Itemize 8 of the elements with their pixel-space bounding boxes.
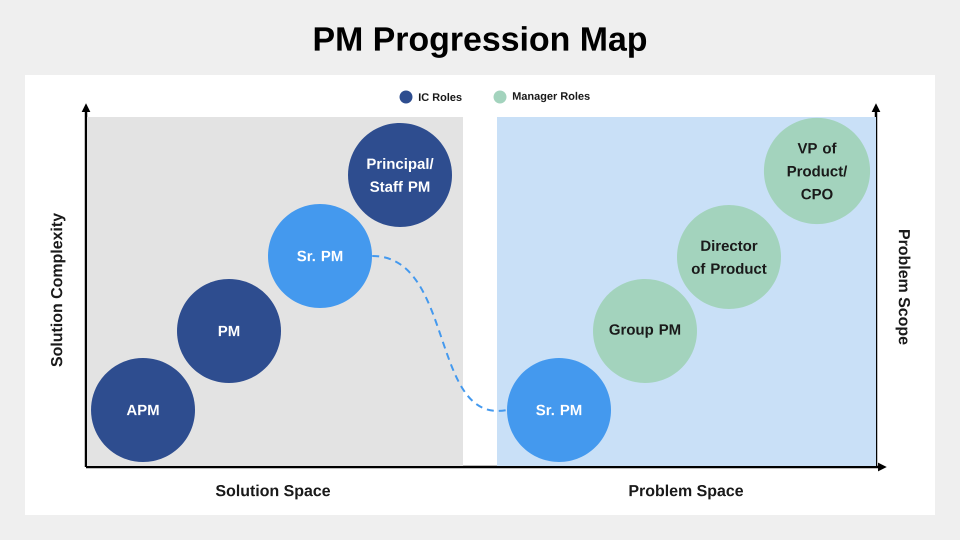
legend-label: IC Roles [418, 92, 462, 102]
axis-label: Solution Complexity [50, 213, 66, 367]
dashed-connector [372, 255, 507, 412]
panel-heading: Solution Space [216, 484, 330, 500]
legend-label: Manager Roles [512, 92, 590, 102]
panel-heading: Problem Space [629, 484, 744, 500]
title: PM Progression Map [314, 26, 646, 58]
axis-label: Problem Scope [896, 230, 910, 344]
